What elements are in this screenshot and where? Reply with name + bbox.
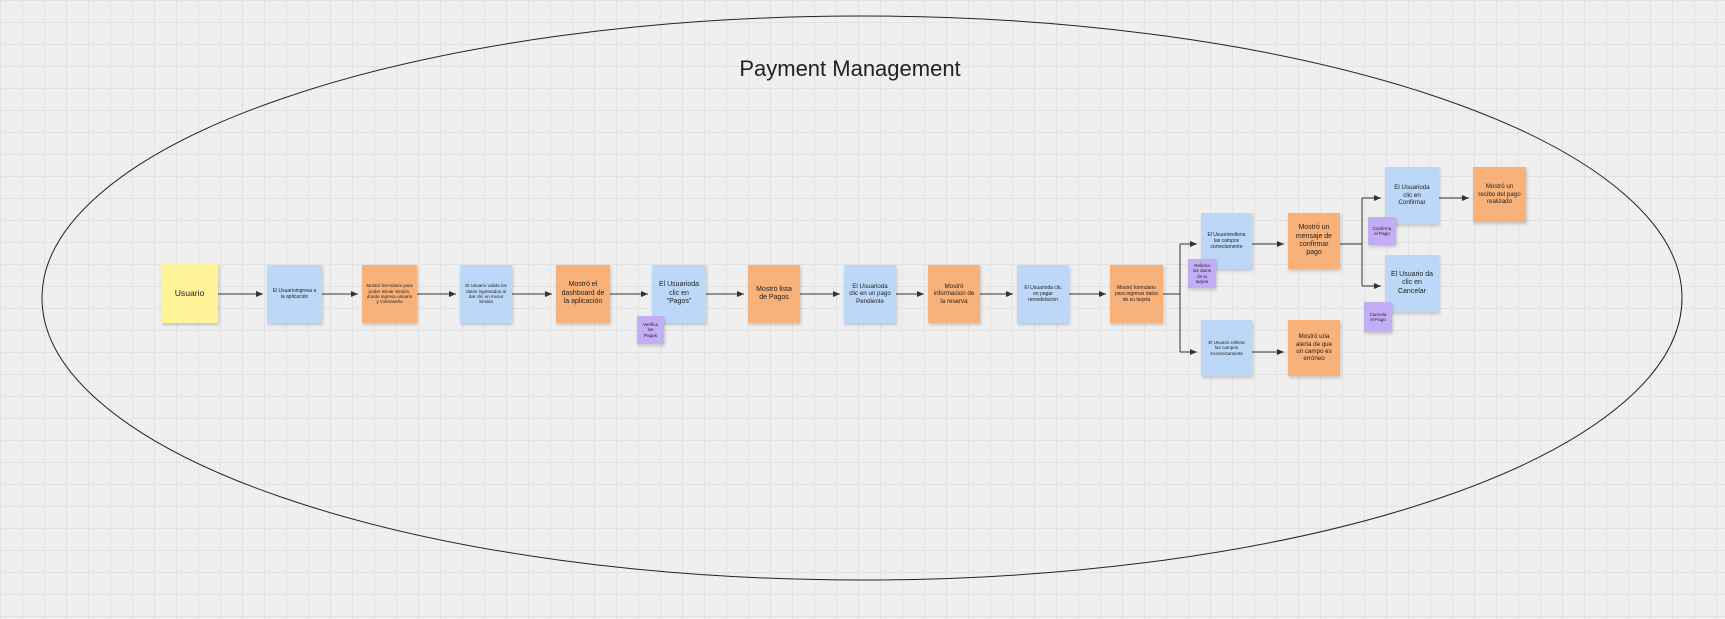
note-formulario-inicio[interactable]: Mostró formulario para poder Iniciar Ses… [362,265,417,323]
note-info-reserva[interactable]: Mostró informacion de la reserva [928,265,980,323]
note-clic-pagos[interactable]: El Usuarioda clic en "Pagos" [652,265,706,323]
note-lista-pagos[interactable]: Mostró lista de Pagos [748,265,800,323]
note-formulario-tarjeta[interactable]: Mostró formulario para ingresar datos de… [1110,265,1163,323]
branch-connector [1163,244,1181,352]
note-clic-pendiente[interactable]: El Usuarioda clic en un pago Pendiente [844,265,896,323]
note-clic-confirmar[interactable]: El Usuarioda clic en Confirmar [1385,167,1439,224]
note-dashboard[interactable]: Mostró el dashboard de la aplicación [556,265,610,323]
note-clic-pagar[interactable]: El Usuarioda clic en pagar remodelacion [1017,265,1069,323]
note-rellena-incorrecto[interactable]: El Usuario rellena los campos incorrecta… [1201,320,1252,376]
scope-ellipse [41,15,1683,581]
note-datos-tarjeta[interactable]: Rellena los datos de la tarjeta [1188,259,1216,288]
note-verifica-pagos[interactable]: Verifica los Pagos [637,316,664,344]
note-clic-cancelar[interactable]: El Usuario da clic en Cancelar [1385,255,1439,312]
note-ingresa[interactable]: El Usuarioingresa a la aplicación [267,265,322,323]
note-usuario[interactable]: Usuario [161,264,218,323]
note-mensaje-confirmar[interactable]: Mostró un mensaje de confirmar pago [1288,213,1340,269]
note-valida-datos[interactable]: El Usuario valida los datos ingresados a… [460,265,512,323]
note-alerta[interactable]: Mostró una alerta de que un campo es err… [1288,320,1340,376]
diagram-title: Payment Management [739,56,961,81]
note-cancela-pago[interactable]: Cancela el Pago [1364,302,1392,332]
branch-connector-2 [1340,198,1363,286]
note-confirma-pago[interactable]: Confirma el Pago [1368,217,1396,245]
note-recibo[interactable]: Mostró un recibo del pago realizado [1473,167,1526,222]
